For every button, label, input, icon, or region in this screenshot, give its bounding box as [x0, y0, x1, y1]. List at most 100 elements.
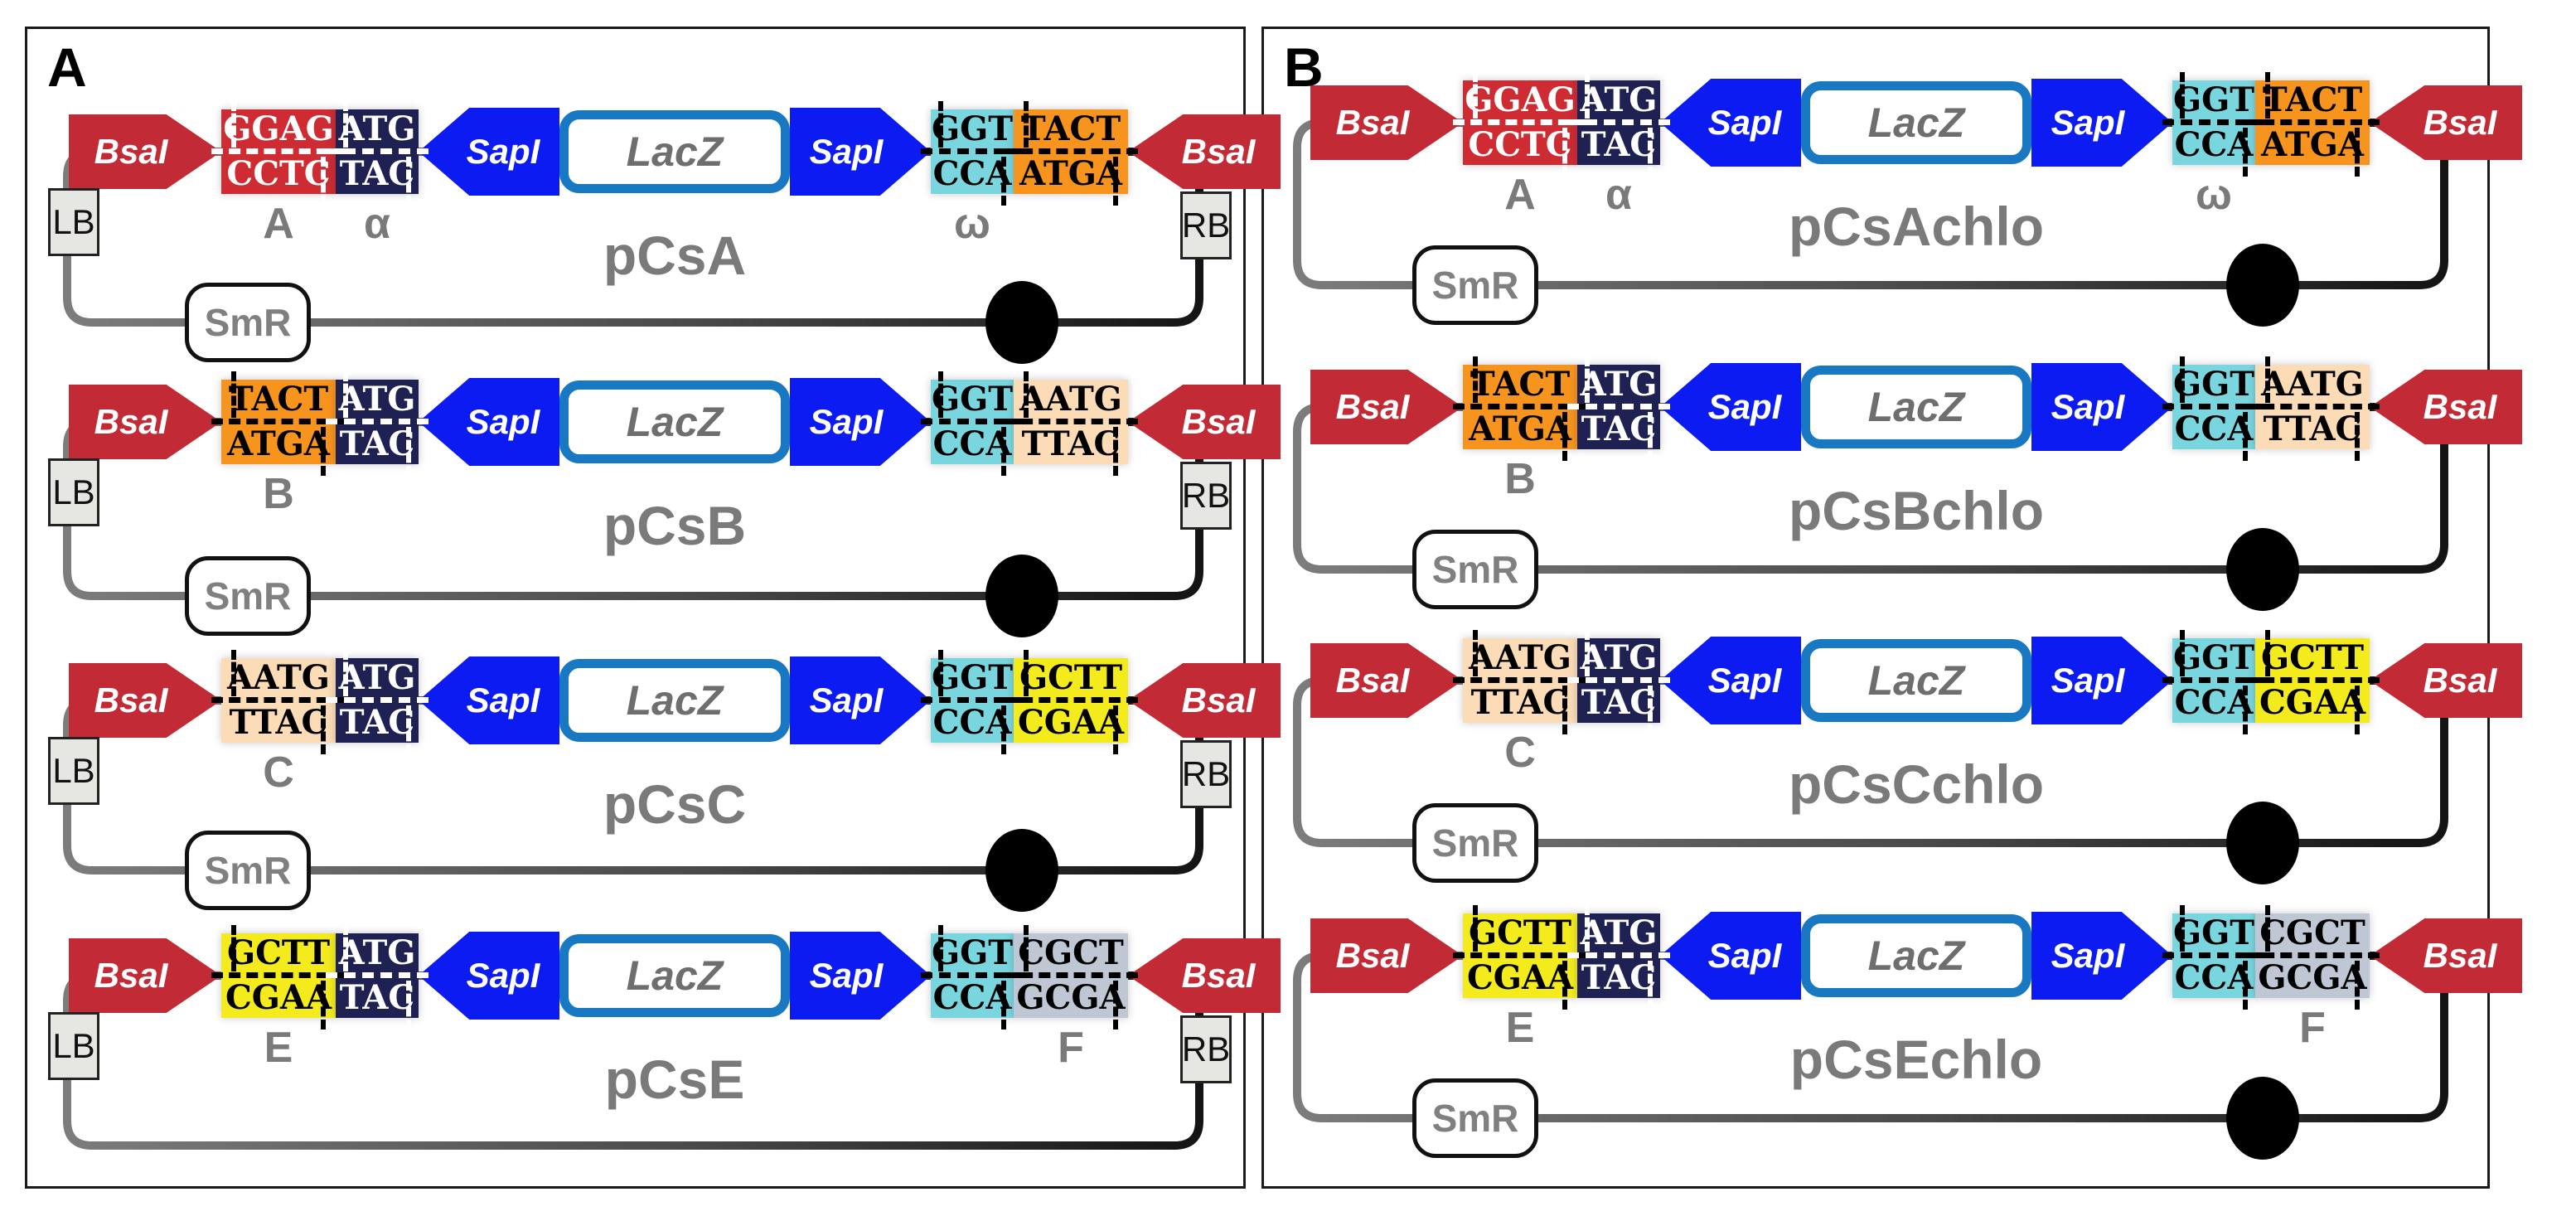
overhang-bottom-seq: CCA	[2174, 125, 2254, 164]
panel-a-label: A	[47, 36, 87, 98]
cut-line-right	[2243, 411, 2248, 461]
left-border-box: LB	[48, 737, 99, 805]
lacz-label: LacZ	[626, 952, 724, 999]
lacz-label: LacZ	[626, 128, 724, 175]
overhang-top-seq: CGCT	[1018, 933, 1124, 972]
origin-dot	[985, 281, 1058, 364]
sapi-site-label: SapI	[1707, 661, 1782, 700]
overhang-bottom-seq: TAC	[1581, 958, 1657, 997]
overhang-top-seq: ATG	[1580, 638, 1658, 677]
cut-line-right	[320, 156, 326, 206]
bsai-site-label: BsaI	[1181, 681, 1256, 719]
cut-line-left	[2180, 630, 2185, 677]
overhang-top-seq: GGT	[2172, 80, 2255, 119]
overhang-top-seq: ATG	[1580, 80, 1658, 119]
cut-line-left	[1024, 925, 1029, 972]
module-label: B	[1504, 455, 1536, 503]
cut-line-right	[1001, 156, 1006, 206]
bsai-site-arrow: BsaI	[2370, 643, 2522, 718]
panel-b-label: B	[1284, 36, 1324, 98]
overhang-top-seq: GGT	[931, 109, 1014, 148]
cut-line-horizontal	[2245, 404, 2380, 409]
bsai-site-label: BsaI	[1181, 402, 1256, 441]
left-border-label: LB	[52, 1026, 95, 1065]
module-label: C	[1504, 729, 1536, 777]
cut-line-right	[1112, 156, 1118, 206]
overhang-bottom-seq: CCA	[932, 703, 1012, 742]
cut-line-left	[1024, 101, 1029, 148]
overhang-bottom-seq: TAC	[1581, 125, 1657, 164]
bsai-site-arrow: BsaI	[2370, 85, 2522, 160]
overhang-top-seq: TACT	[2262, 80, 2363, 119]
lacz-label: LacZ	[626, 399, 724, 445]
cut-line-left	[343, 650, 348, 697]
cut-line-right	[406, 705, 411, 754]
cut-line-horizontal	[1004, 419, 1138, 424]
cut-line-right	[2243, 960, 2248, 1010]
sapi-site-label: SapI	[1707, 387, 1782, 426]
sapi-site-label: SapI	[466, 132, 540, 171]
construct-name: pCsA	[603, 225, 747, 286]
sapi-site-label: SapI	[2051, 103, 2125, 142]
overhang-bottom-seq: GCGA	[2258, 958, 2367, 997]
cut-line-left	[2265, 72, 2271, 119]
overhang-top-seq: GGT	[2172, 913, 2255, 952]
omega-overhang-box: GGT CCA	[921, 650, 1024, 754]
right-border-label: RB	[1181, 476, 1231, 515]
sapi-site-label: SapI	[466, 956, 540, 995]
sapi-site-label: SapI	[2051, 661, 2125, 700]
overhang-bottom-seq: CCA	[2174, 683, 2254, 722]
lacz-label: LacZ	[1867, 99, 1965, 146]
bsai-site-label: BsaI	[94, 132, 168, 171]
overhang-top-seq: TACT	[228, 380, 329, 419]
cut-line-horizontal	[326, 697, 429, 703]
cut-line-right	[406, 980, 411, 1029]
cut-line-right	[2354, 685, 2360, 734]
cut-line-left	[938, 371, 943, 419]
bsai-site-label: BsaI	[1181, 132, 1256, 171]
sapi-site-label: SapI	[809, 132, 884, 171]
cut-line-left	[2180, 905, 2185, 952]
module-label: E	[264, 1024, 293, 1072]
left-border-box: LB	[48, 458, 99, 526]
right-border-label: RB	[1181, 754, 1231, 793]
right-border-label: RB	[1181, 1029, 1231, 1068]
smr-label: SmR	[1431, 548, 1519, 591]
overhang-bottom-seq: GCGA	[1016, 978, 1126, 1017]
overhang-top-seq: GCTT	[1019, 658, 1123, 697]
cut-line-right	[1001, 705, 1006, 754]
overhang-top-seq: AATG	[1469, 638, 1571, 677]
overhang-top-seq: ATG	[338, 380, 416, 419]
smr-label: SmR	[204, 574, 292, 618]
bsai-site-label: BsaI	[1181, 956, 1256, 995]
overhang-top-seq: GGT	[931, 658, 1014, 697]
cut-line-left	[2265, 356, 2271, 404]
sapi-site-arrow: SapI	[1660, 79, 1801, 167]
smr-marker: SmR	[1412, 530, 1538, 609]
cut-line-right	[320, 426, 326, 476]
cut-line-left	[343, 101, 348, 148]
sapi-site-label: SapI	[2051, 936, 2125, 975]
cut-line-right	[1562, 127, 1567, 177]
module-label: F	[2299, 1004, 2326, 1052]
